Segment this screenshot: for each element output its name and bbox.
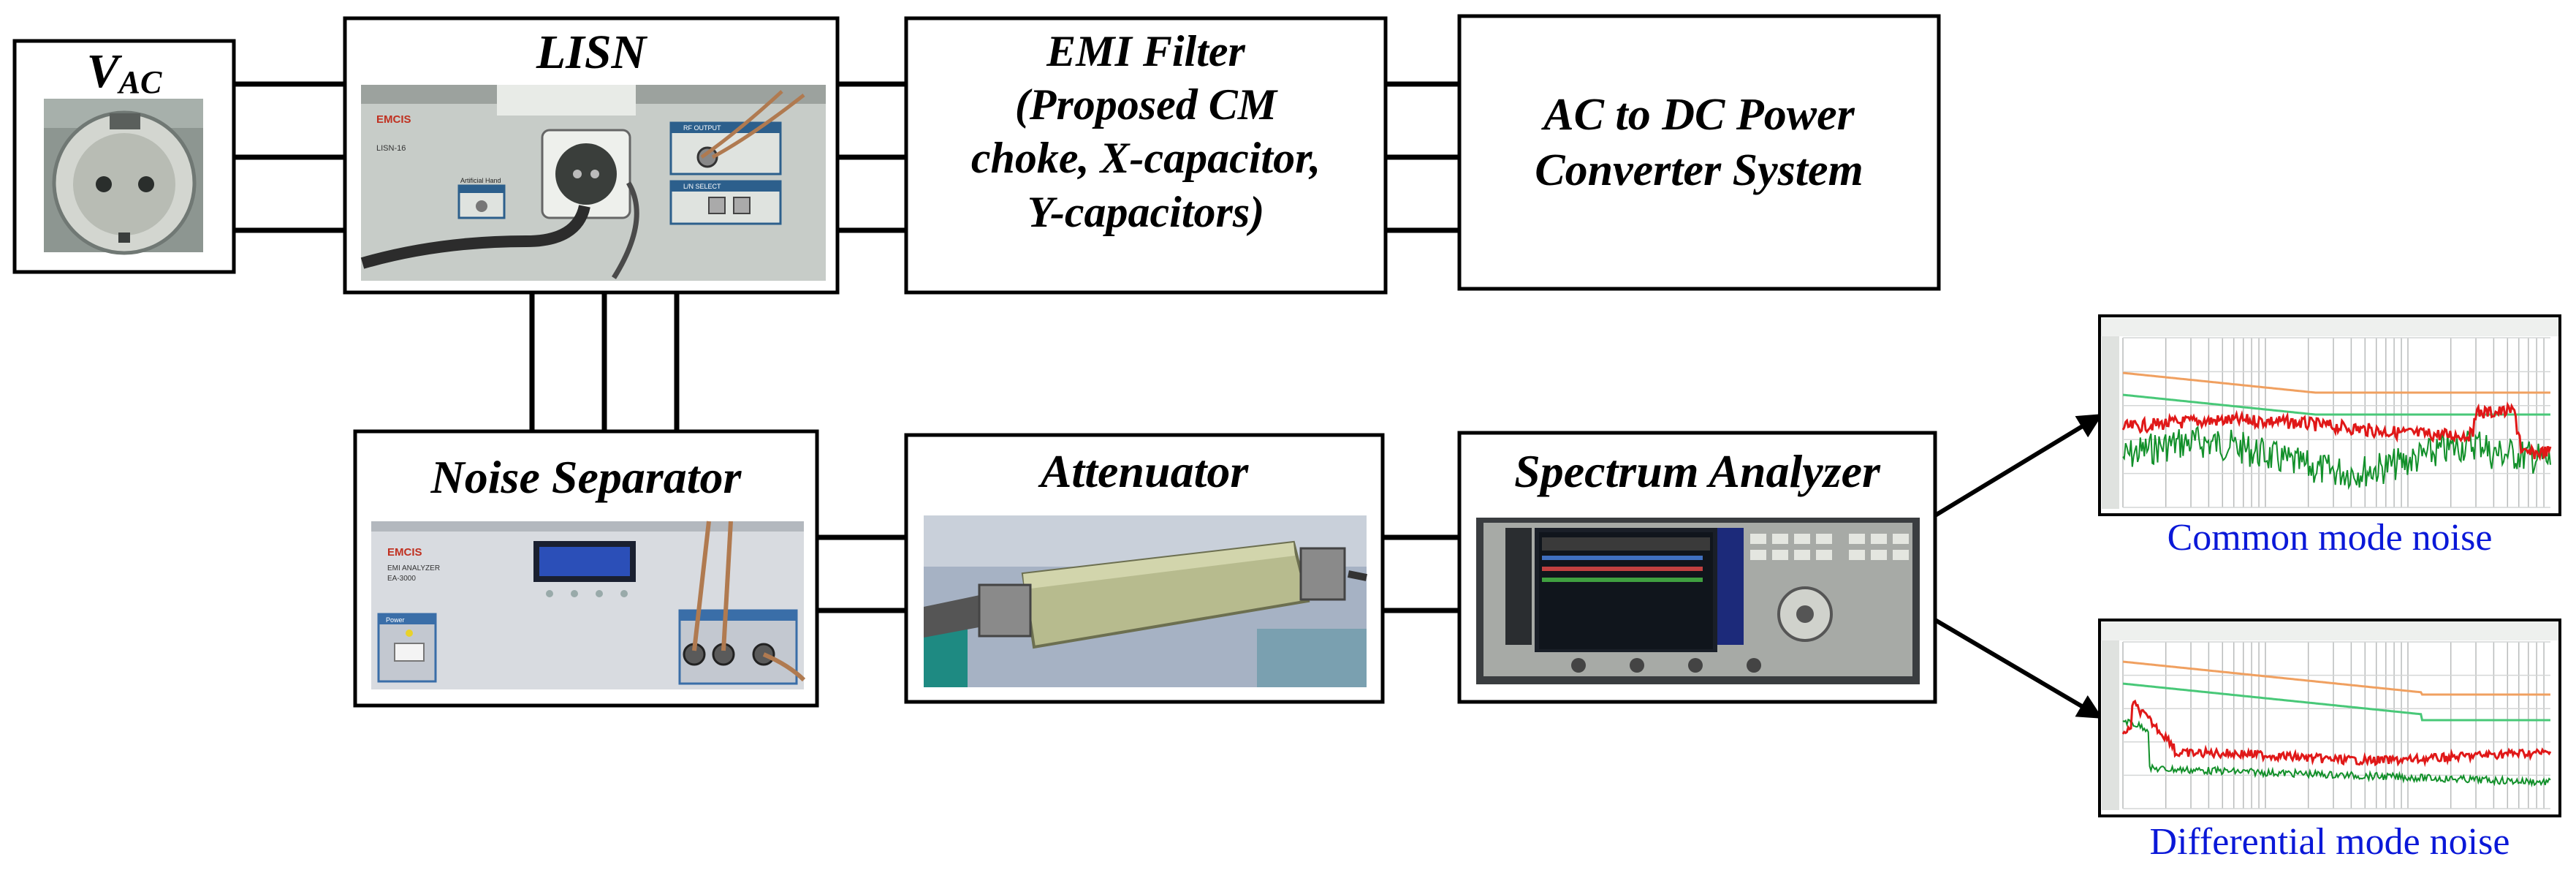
arrow-to-dm (1934, 618, 2103, 720)
dm-traces (2121, 660, 2552, 788)
emi-filter-box (904, 16, 1388, 295)
cm-limit-orange (2122, 371, 2550, 394)
emi-filter-line4: Y-capacitors) (1027, 187, 1265, 236)
cm-grid (2122, 337, 2550, 508)
lisn-select-text: L/N SELECT (683, 183, 721, 190)
wires (234, 81, 1459, 613)
dm-limit-green (2122, 682, 2550, 722)
cm-noise-plot (2098, 314, 2561, 516)
dm-noise-plot (2098, 619, 2561, 817)
dm-grid (2122, 641, 2550, 809)
cm-traces (2121, 371, 2552, 491)
ns-brand-text: EMCIS (387, 546, 422, 559)
emi-filter-line1: EMI Filter (1046, 27, 1245, 75)
socket-photo (44, 99, 203, 255)
emi-filter-line3: choke, X-capacitor, (970, 134, 1321, 183)
spectrum-analyzer-photo (1476, 518, 1920, 684)
emi-filter-label: EMI Filter (Proposed CM choke, X-capacit… (906, 25, 1386, 239)
attenuator-label: Attenuator (1040, 445, 1249, 497)
converter-box (1457, 14, 1941, 291)
converter-line1: AC to DC Power (1543, 90, 1855, 140)
dm-trace-red (2121, 699, 2552, 768)
ns-power-text: Power (386, 616, 405, 624)
cm-caption: Common mode noise (2167, 517, 2493, 559)
vac-label-sub: AC (118, 64, 162, 100)
dm-trace-green (2122, 718, 2551, 788)
lisn-hand-text: Artificial Hand (460, 177, 501, 184)
lisn-model-text: LISN-16 (376, 144, 406, 153)
vac-label-main: V (86, 45, 119, 98)
dm-caption: Differential mode noise (2149, 821, 2510, 863)
lisn-brand-text: EMCIS (376, 113, 411, 126)
vac-label: VAC (15, 42, 234, 102)
ns-model2-text: EA-3000 (387, 575, 416, 583)
converter-label: AC to DC Power Converter System (1459, 88, 1939, 198)
lisn-label: LISN (536, 26, 647, 79)
attenuator-photo (924, 515, 1367, 687)
dm-limit-orange (2122, 660, 2550, 696)
ns-model1-text: EMI ANALYZER (387, 564, 440, 572)
lisn-photo: EMCIS LISN-16 Artificial Hand RF OUTPUT … (360, 85, 826, 281)
lisn-port-text: RF OUTPUT (683, 124, 721, 132)
cm-trace-green (2122, 425, 2551, 491)
noise-separator-label: Noise Separator (430, 451, 742, 503)
cm-trace-red (2121, 401, 2552, 461)
arrow-to-cm (1934, 412, 2103, 518)
converter-line2: Converter System (1535, 145, 1863, 195)
spectrum-analyzer-label: Spectrum Analyzer (1514, 445, 1880, 497)
noise-separator-photo: EMCIS EMI ANALYZER EA-3000 Power (371, 521, 806, 689)
emi-filter-line2: (Proposed CM (1014, 80, 1277, 129)
